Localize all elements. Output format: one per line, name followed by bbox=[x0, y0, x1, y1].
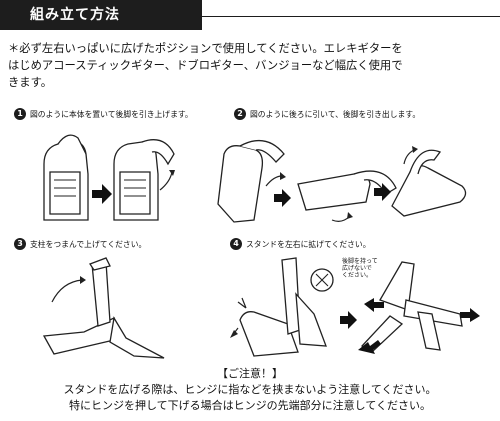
caution-heading: 【ご注意！】 bbox=[217, 367, 283, 380]
step-4-illustration bbox=[230, 257, 480, 357]
step-4: 4 スタンドを左右に拡げてください。 後脚を持って 広げないで ください。 bbox=[230, 238, 500, 358]
intro-line-3: きます。 bbox=[8, 76, 53, 89]
caution-note: 【ご注意！】 スタンドを広げる際は、ヒンジに指などを挟まないよう注意してください… bbox=[0, 366, 500, 414]
caution-line-2: 特にヒンジを押して下げる場合はヒンジの先端部分に注意してください。 bbox=[68, 399, 431, 412]
caution-line-1: スタンドを広げる際は、ヒンジに指などを挟まないよう注意してください。 bbox=[63, 383, 437, 396]
step-2-text: 図のように後ろに引いて、後脚を引き出します。 bbox=[250, 109, 421, 119]
title-divider bbox=[202, 16, 500, 17]
page-title: 組み立て方法 bbox=[0, 0, 202, 30]
step-4-hint-line-3: ください。 bbox=[342, 272, 373, 279]
step-4-hint-line-1: 後脚を持って bbox=[342, 258, 378, 265]
step-1-text: 図のように本体を置いて後脚を引き上げます。 bbox=[30, 109, 193, 119]
step-3: 3 支柱をつまんで上げてください。 bbox=[14, 238, 224, 359]
intro-line-1: ＊必ず左右いっぱいに広げたポジションで使用してください。エレキギターを bbox=[8, 42, 403, 55]
intro-line-2: はじめアコースティックギター、ドブロギター、バンジョーなど幅広く使用で bbox=[8, 59, 403, 72]
step-1: 1 図のように本体を置いて後脚を引き上げます。 bbox=[14, 108, 224, 228]
step-4-text: スタンドを左右に拡げてください。 bbox=[246, 239, 371, 249]
step-1-number: 1 bbox=[14, 108, 26, 120]
step-2-illustration bbox=[217, 139, 467, 223]
intro-text: ＊必ず左右いっぱいに広げたポジションで使用してください。エレキギターを はじめア… bbox=[8, 40, 494, 91]
step-2-number: 2 bbox=[234, 108, 246, 120]
step-2: 2 図のように後ろに引いて、後脚を引き出します。 bbox=[217, 108, 500, 228]
step-3-number: 3 bbox=[14, 238, 26, 250]
step-3-illustration bbox=[42, 257, 165, 359]
step-4-hint-line-2: 広げないで bbox=[342, 265, 372, 272]
step-3-text: 支柱をつまんで上げてください。 bbox=[30, 239, 147, 249]
step-4-hint: 後脚を持って 広げないで ください。 bbox=[342, 258, 378, 279]
step-1-illustration bbox=[43, 134, 175, 221]
step-4-number: 4 bbox=[230, 238, 242, 250]
